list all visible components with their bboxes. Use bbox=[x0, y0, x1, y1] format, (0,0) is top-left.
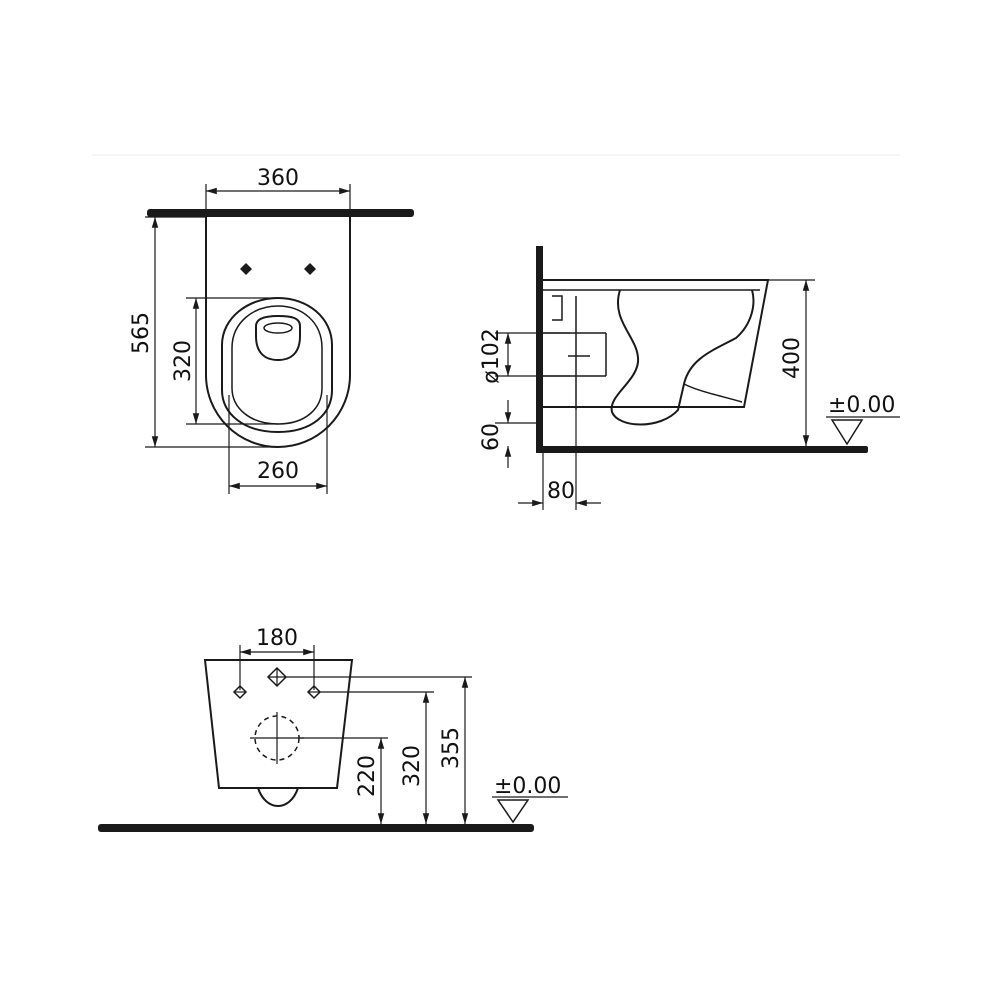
dim-label-top-height: 355 bbox=[439, 727, 464, 769]
side-view-wall bbox=[536, 246, 543, 453]
fixing-hole-right bbox=[304, 263, 316, 275]
bowl-opening bbox=[255, 314, 301, 362]
rear-fixing-hole-right bbox=[306, 684, 322, 700]
rear-fixing-hole-left bbox=[232, 684, 248, 700]
side-view: ø102 60 80 400 ±0.00 bbox=[479, 246, 900, 510]
trap-rim bbox=[683, 383, 743, 403]
seat-outer bbox=[221, 296, 333, 434]
wall-bracket bbox=[552, 295, 563, 321]
outlet-spigot bbox=[543, 332, 607, 377]
dim-label-bolt-spacing: 180 bbox=[256, 626, 298, 651]
dim-label-outlet-diameter: ø102 bbox=[479, 328, 504, 383]
rear-view-floor bbox=[98, 824, 534, 832]
side-view-floor bbox=[536, 446, 868, 453]
rear-inlet bbox=[266, 666, 288, 688]
rear-floor-level-symbol bbox=[496, 799, 530, 824]
dim-label-bolt-height: 320 bbox=[400, 745, 425, 787]
fixing-hole-left bbox=[240, 263, 252, 275]
floor-level-symbol bbox=[830, 419, 864, 446]
dim-label-rear-floor-level: ±0.00 bbox=[494, 774, 561, 799]
dim-label-length: 565 bbox=[129, 312, 154, 354]
dim-label-wall-offset: 80 bbox=[547, 479, 575, 504]
dim-label-rear-outlet-height: 220 bbox=[355, 755, 380, 797]
rear-view-base bbox=[257, 787, 299, 808]
side-view-body bbox=[543, 279, 770, 408]
rear-view: 180 220 320 355 ±0.00 bbox=[98, 626, 568, 832]
flush-rim bbox=[263, 322, 293, 334]
rear-view-body bbox=[203, 659, 354, 789]
dim-label-outlet-height: 60 bbox=[479, 423, 504, 451]
side-view-bowl-trap bbox=[610, 289, 755, 426]
seat-inner bbox=[231, 305, 323, 425]
dim-label-height: 400 bbox=[780, 337, 805, 379]
top-view: 360 565 320 260 bbox=[129, 166, 414, 494]
top-view-bowl-outline bbox=[205, 217, 351, 449]
dim-label-width: 360 bbox=[257, 166, 299, 191]
dim-label-seat-length: 320 bbox=[171, 340, 196, 382]
top-view-wall bbox=[147, 209, 414, 217]
dim-label-floor-level: ±0.00 bbox=[828, 393, 895, 418]
dim-label-seat-width: 260 bbox=[257, 459, 299, 484]
